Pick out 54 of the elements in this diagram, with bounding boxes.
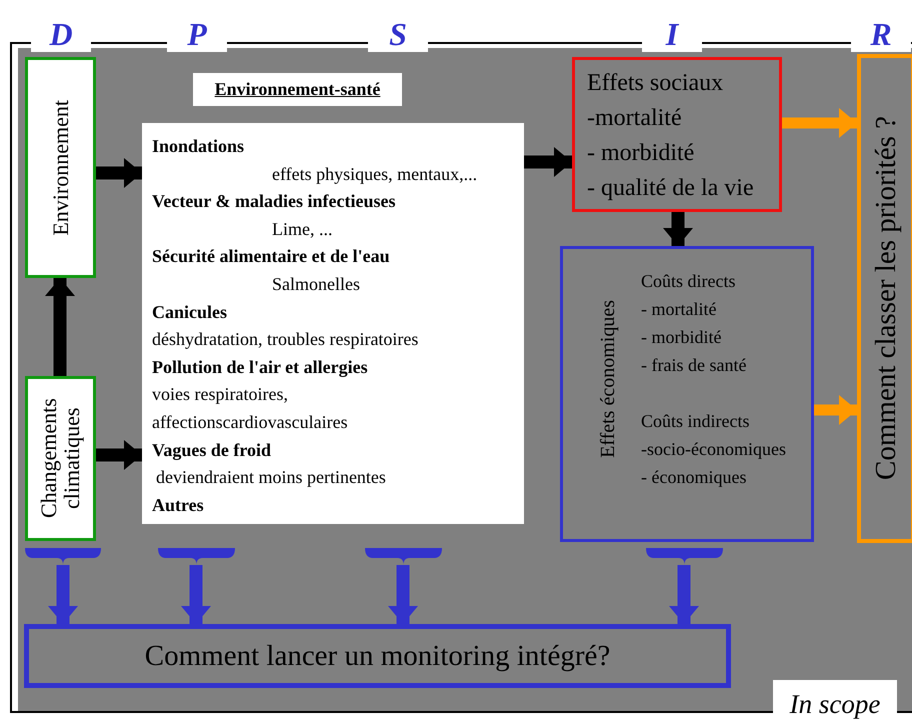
category-heading: Vagues de froid <box>152 438 272 462</box>
question-text: Comment lancer un monitoring intégré? <box>144 640 610 672</box>
brace <box>25 548 101 565</box>
arrow <box>388 565 418 624</box>
concept-box <box>560 246 814 542</box>
concept-box <box>25 57 96 278</box>
category-detail: déshydratation, troubles respiratoires <box>152 328 418 352</box>
category-heading: Autres <box>152 494 204 517</box>
arrow <box>782 108 857 138</box>
list-item: - mortalité <box>641 298 718 321</box>
box-heading: Effets sociaux <box>587 69 724 98</box>
arrow <box>45 278 75 376</box>
category-detail: voies respiratoires, affectionscardiovasculaires <box>152 383 349 434</box>
vertical-label: Effets économiques <box>598 300 620 458</box>
arrow <box>524 147 572 177</box>
list-item: - qualité de la vie <box>587 174 754 203</box>
vertical-label: Environnement <box>48 100 72 236</box>
list-item: - morbidité <box>641 326 722 349</box>
vertical-label: Comment classer les priorités ? <box>870 116 902 480</box>
concept-box <box>572 57 782 212</box>
category-heading: Vecteur & maladies infectieuses <box>152 190 396 214</box>
brace <box>646 548 723 565</box>
concept-box <box>857 54 912 543</box>
cost-heading: Coûts indirects <box>641 410 751 433</box>
brace <box>365 548 442 565</box>
cost-heading: Coûts directs <box>641 270 737 293</box>
category-heading: Pollution de l'air et allergies <box>152 356 368 379</box>
concept-box <box>25 376 96 541</box>
arrow <box>669 565 699 624</box>
list-item: -socio-économiques <box>641 438 786 461</box>
category-detail: effets physiques, mentaux,... <box>271 162 478 186</box>
arrow <box>96 440 142 470</box>
arrow <box>814 395 857 425</box>
arrow <box>96 158 142 188</box>
concept-box <box>142 123 524 524</box>
list-item: -mortalité <box>587 104 682 133</box>
category-detail: deviendraient moins pertinentes <box>155 466 386 490</box>
category-detail: Lime, ... <box>271 218 332 241</box>
section-heading: Environnement-santé <box>214 79 380 100</box>
list-item: - morbidité <box>587 139 694 168</box>
list-item: - économiques <box>641 466 748 489</box>
heading-box <box>193 73 402 106</box>
category-heading: Sécurité alimentaire et de l'eau <box>152 245 390 268</box>
category-heading: Inondations <box>152 135 244 158</box>
concept-box <box>24 624 731 688</box>
brace <box>158 548 235 565</box>
arrow <box>663 212 693 246</box>
vertical-label: Changements climatiques <box>37 398 84 520</box>
category-detail: Salmonelles <box>271 272 360 296</box>
scope-label: In scope <box>773 680 897 722</box>
category-heading: Canicules <box>152 300 228 324</box>
arrow <box>181 565 211 624</box>
list-item: - frais de santé <box>641 354 748 377</box>
arrow <box>48 565 78 624</box>
